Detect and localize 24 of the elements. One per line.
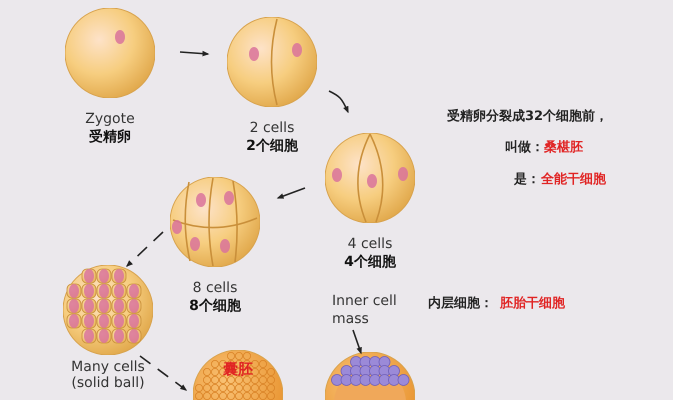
- stage-label: 2个细胞: [246, 137, 298, 155]
- arrow: [180, 50, 210, 56]
- arrow: [328, 90, 349, 114]
- stage-label: Many cells (solid ball): [70, 359, 146, 391]
- stage-label: 受精卵: [89, 128, 131, 146]
- arrow: [126, 231, 164, 267]
- annotation-text: 桑椹胚: [544, 139, 583, 156]
- stage-label: 2 cells: [250, 119, 294, 137]
- annotation-text: 是：: [514, 171, 540, 188]
- stage-label: 4个细胞: [344, 253, 396, 271]
- annotation-text: 叫做：: [505, 139, 544, 156]
- stage-label: Zygote: [85, 110, 135, 128]
- stage-label: 8个细胞: [189, 297, 241, 315]
- leader-arrow: [352, 330, 362, 354]
- stage-label: 囊胚: [222, 360, 254, 378]
- stage-label: 8 cells: [192, 279, 238, 297]
- arrow: [140, 355, 188, 391]
- annotation-text: 全能干细胞: [541, 171, 606, 188]
- annotation-text: 内层细胞：: [428, 295, 493, 312]
- stage-label: Inner cell mass: [332, 292, 398, 328]
- annotation-text: 受精卵分裂成32个细胞前，: [447, 108, 608, 125]
- annotation-text: 胚胎干细胞: [500, 295, 565, 312]
- stage-label: 4 cells: [348, 235, 392, 253]
- arrow: [276, 187, 306, 199]
